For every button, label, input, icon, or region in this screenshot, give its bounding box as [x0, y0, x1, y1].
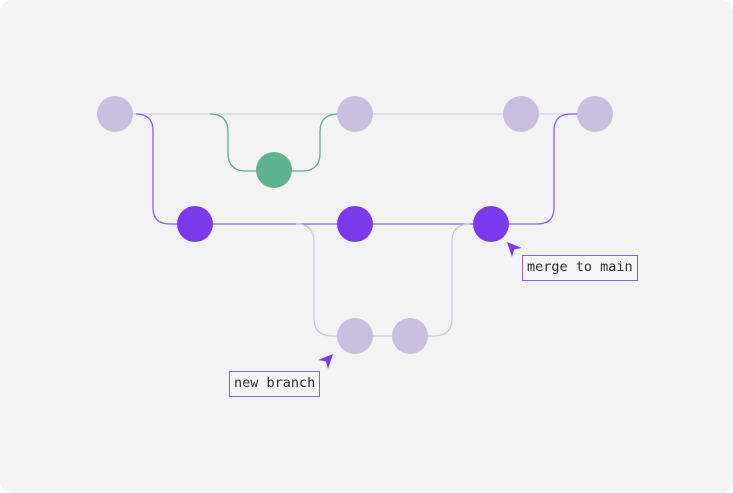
dev-commit-node[interactable]	[337, 206, 373, 242]
feature-commit-node[interactable]	[337, 318, 373, 354]
side-commit-node[interactable]	[256, 152, 292, 188]
dev-branch-line	[135, 113, 595, 225]
feature-branch-line	[295, 223, 471, 337]
merge-to-main-label: merge to main	[522, 255, 638, 281]
main-commit-node[interactable]	[97, 96, 133, 132]
cursor-arrow-icon	[318, 354, 333, 369]
dev-commit-node[interactable]	[473, 206, 509, 242]
new-branch-label: new branch	[229, 371, 321, 397]
main-commit-node[interactable]	[503, 96, 539, 132]
feature-commit-node[interactable]	[392, 318, 428, 354]
main-commit-node[interactable]	[337, 96, 373, 132]
cursor-arrow-icon	[507, 242, 522, 257]
main-commit-node[interactable]	[577, 96, 613, 132]
dev-commit-node[interactable]	[177, 206, 213, 242]
